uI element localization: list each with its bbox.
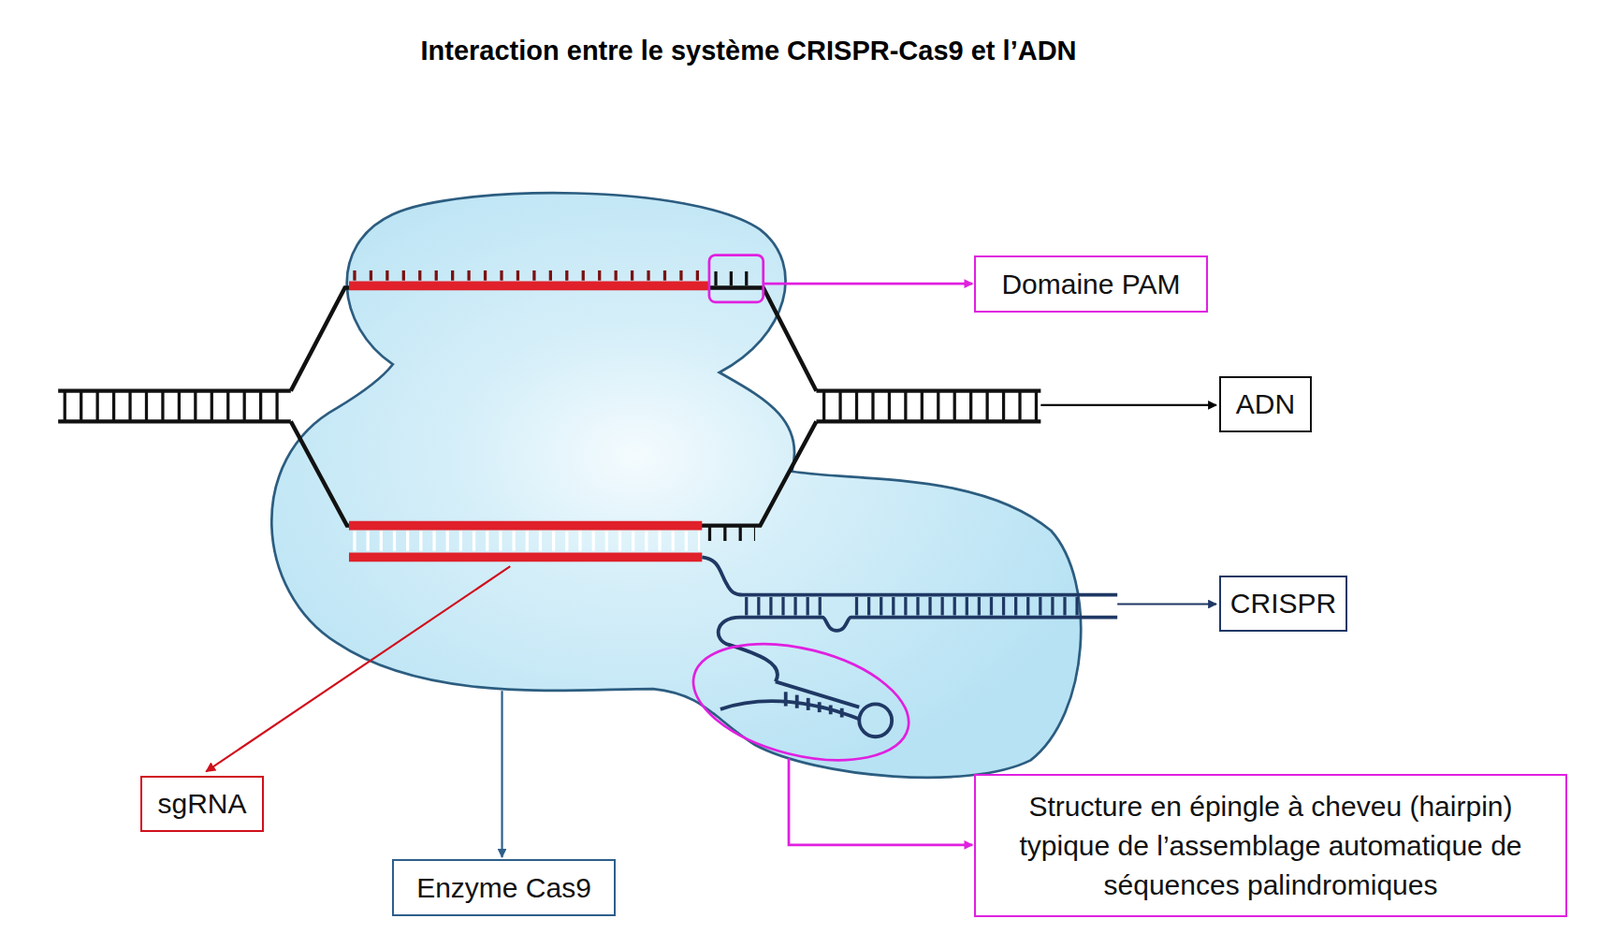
callout-box: sgRNA [140,775,264,832]
box-label: CRISPR [1230,583,1337,624]
box-label: Structure en épingle à cheveu (hairpin) … [985,786,1557,905]
leader-line [1040,404,1217,407]
diagram-title: Interaction entre le système CRISPR-Cas9… [280,35,1217,67]
leader-line [763,282,974,286]
leader-line [205,566,510,771]
box-label: sgRNA [157,784,247,824]
callout-box: CRISPR [1219,575,1348,632]
callout-box: ADN [1219,376,1312,433]
cas9-blob [271,192,1081,778]
crispr-rna [701,556,1118,737]
hairpin-highlight [681,624,921,781]
box-label: Domaine PAM [1001,264,1180,305]
leader-line [500,690,503,858]
pam-highlight [709,255,764,303]
leader-line [1117,602,1217,605]
leader-line [788,757,973,845]
box-label: ADN [1236,384,1295,424]
callout-box: Domaine PAM [974,255,1208,313]
callout-box: Enzyme Cas9 [392,858,616,917]
target-strand [349,275,710,557]
box-label: Enzyme Cas9 [416,868,592,908]
dna-strand [58,278,1041,535]
callout-box: Structure en épingle à cheveu (hairpin) … [974,773,1568,917]
